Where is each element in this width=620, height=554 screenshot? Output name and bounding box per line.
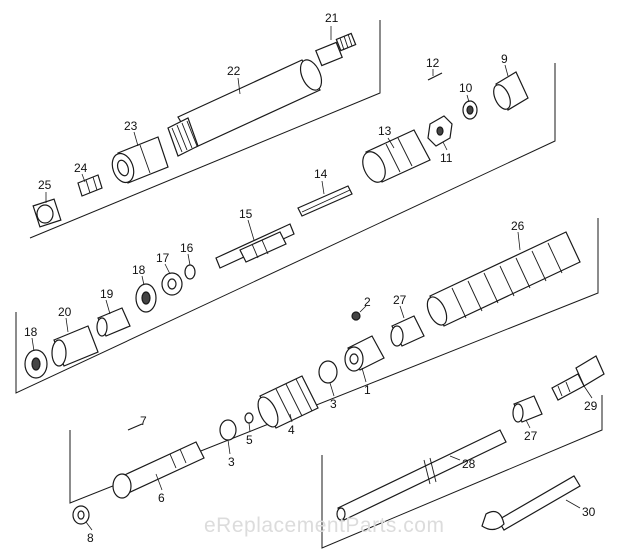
frame-bottom — [321, 395, 603, 549]
callout-15: 15 — [239, 207, 253, 221]
part-5-washer — [244, 412, 254, 424]
part-12-pin — [427, 72, 443, 81]
part-26-hose-cover — [426, 231, 581, 327]
part-18-bearing-upper — [135, 283, 157, 313]
part-1-valve-body — [344, 335, 385, 372]
callout-7: 7 — [140, 414, 147, 428]
callout-10: 10 — [459, 81, 473, 95]
part-27-coupling-lower — [512, 395, 543, 423]
part-18-bearing-lower — [24, 349, 48, 379]
callout-26: 26 — [511, 219, 525, 233]
callout-18-lower: 18 — [24, 325, 38, 339]
callout-13: 13 — [378, 124, 392, 138]
callout-22: 22 — [227, 64, 241, 78]
frame-middle — [15, 63, 556, 394]
callout-4: 4 — [288, 423, 295, 437]
callout-6: 6 — [158, 491, 165, 505]
part-13-cylinder — [362, 129, 431, 183]
callout-11: 11 — [440, 151, 453, 165]
callout-9: 9 — [501, 52, 508, 66]
callout-5: 5 — [246, 433, 253, 447]
part-16-washer — [184, 264, 196, 280]
callout-8: 8 — [87, 531, 94, 545]
callout-23: 23 — [124, 119, 138, 133]
part-4-knurled-grip — [257, 375, 319, 429]
callout-20: 20 — [58, 305, 72, 319]
frame-lower — [69, 218, 599, 504]
part-7-pin — [127, 423, 143, 431]
callout-17: 17 — [156, 251, 170, 265]
callout-3-upper: 3 — [330, 397, 337, 411]
callout-25: 25 — [38, 178, 52, 192]
watermark: eReplacementParts.com — [204, 514, 445, 537]
callout-2: 2 — [364, 295, 371, 309]
callout-28: 28 — [462, 457, 476, 471]
part-29-hose-fitting — [551, 355, 605, 401]
callout-24: 24 — [74, 161, 88, 175]
part-3-o-ring-upper — [318, 360, 338, 384]
part-21-inlet-fitting — [315, 32, 357, 67]
callout-29: 29 — [584, 399, 598, 413]
callout-18-upper: 18 — [132, 263, 146, 277]
part-24-collet — [77, 174, 103, 197]
callout-12: 12 — [426, 56, 440, 70]
leader-lines — [31, 26, 593, 531]
part-23-collet-nut — [111, 136, 169, 184]
callout-27-lower: 27 — [524, 429, 538, 443]
part-30-wrench — [481, 475, 581, 531]
callout-1: 1 — [364, 383, 371, 397]
part-15-rotor-shaft — [215, 223, 295, 269]
part-10-bearing — [462, 100, 478, 120]
callout-21: 21 — [325, 11, 339, 25]
part-17-spacer — [161, 272, 183, 296]
part-3-o-ring-lower — [219, 419, 237, 441]
part-20-sleeve — [51, 325, 99, 367]
frame-top — [29, 20, 381, 239]
part-27-coupling-upper — [390, 315, 425, 347]
part-9-end-cap — [493, 71, 529, 111]
callout-30: 30 — [582, 505, 596, 519]
callout-14: 14 — [314, 167, 328, 181]
callout-16: 16 — [180, 241, 194, 255]
part-19-spacer — [96, 307, 131, 337]
part-2-set-screw — [351, 311, 361, 321]
callout-27-upper: 27 — [393, 293, 407, 307]
part-6-spindle — [112, 441, 205, 499]
part-8-nut — [72, 505, 90, 525]
part-25-nut — [32, 198, 62, 228]
callout-3-lower: 3 — [228, 455, 235, 469]
callout-19: 19 — [100, 287, 114, 301]
part-11-rotor-plate — [427, 115, 453, 147]
part-22-housing-tube — [167, 59, 323, 157]
part-14-rotor-blades — [297, 185, 353, 217]
part-28-air-hose — [336, 429, 507, 521]
